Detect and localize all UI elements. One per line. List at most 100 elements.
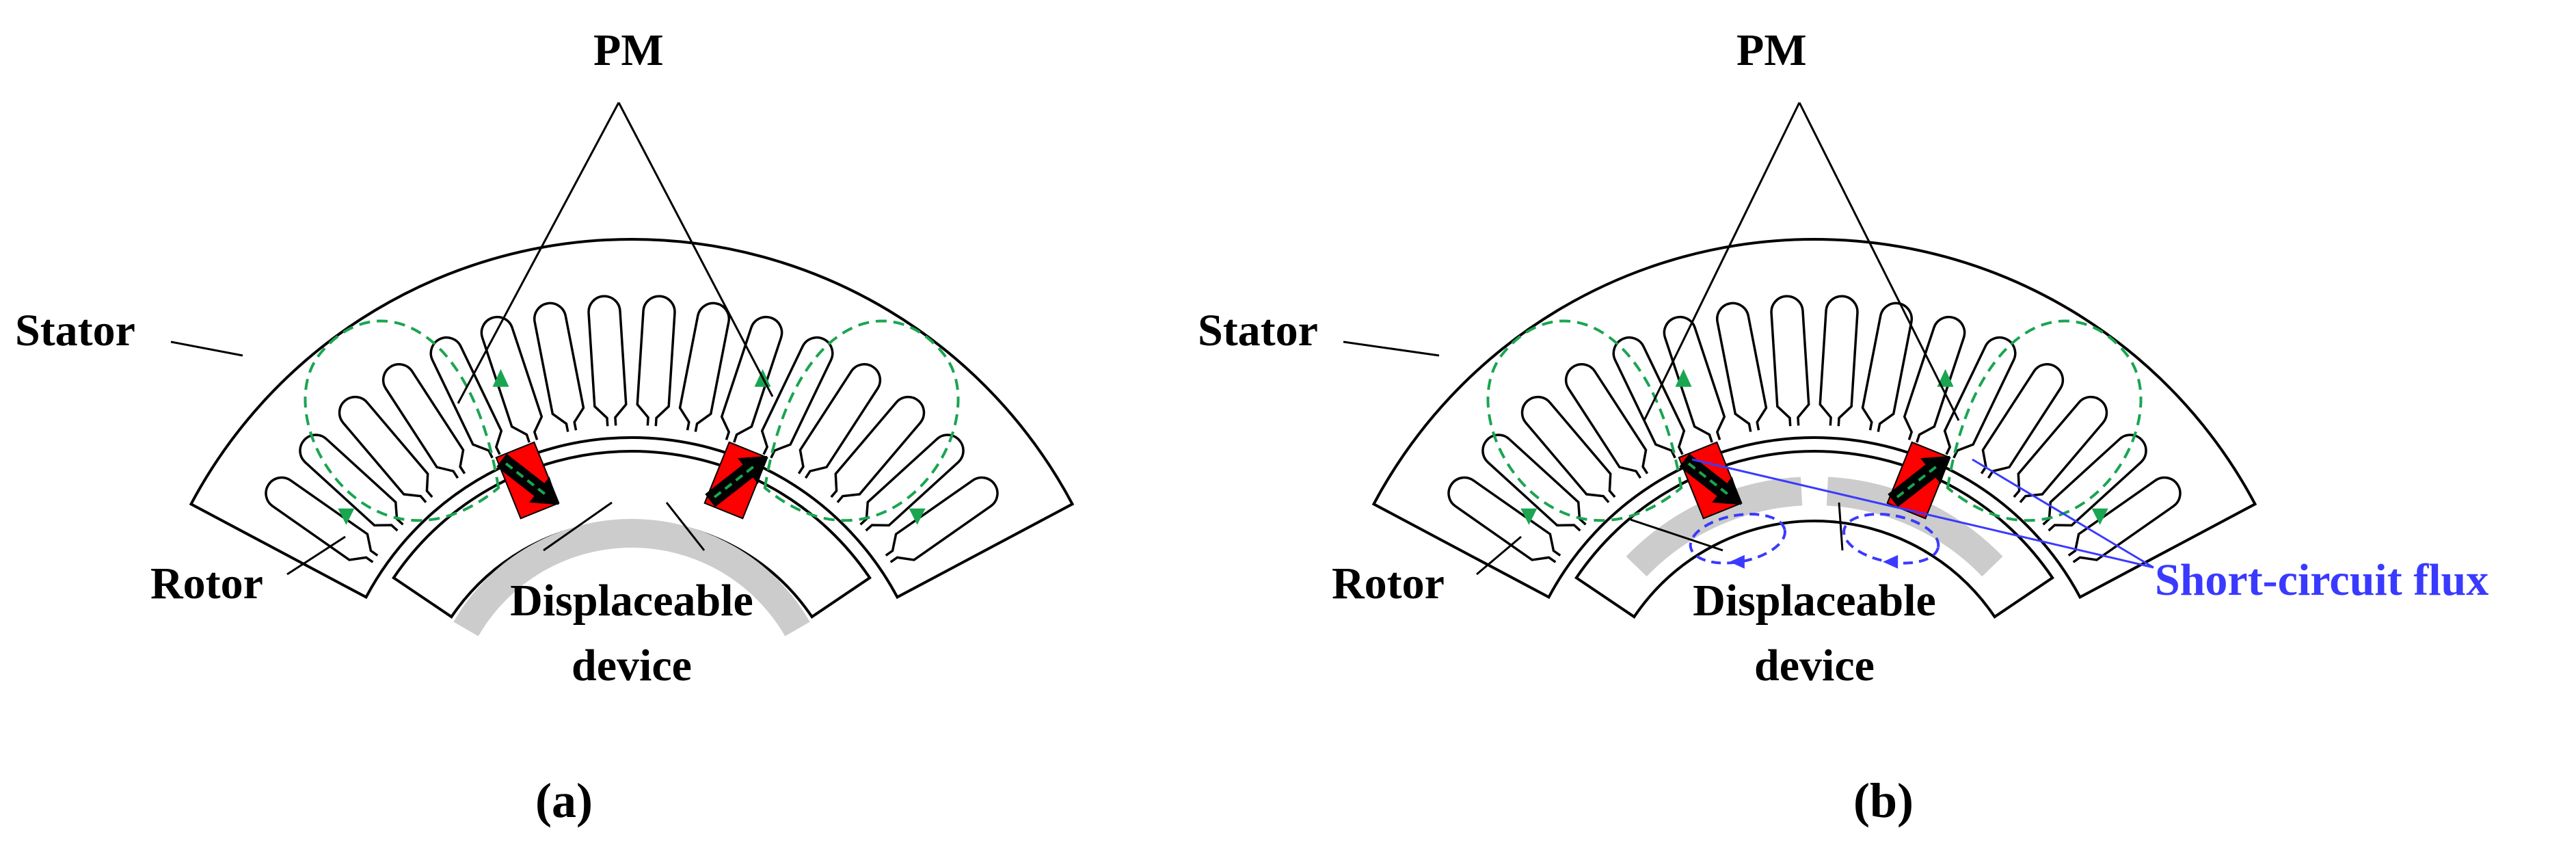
- machine-b: [1371, 238, 2257, 619]
- caption-b: (b): [1853, 773, 1914, 828]
- device-label-a-line2: device: [572, 641, 692, 691]
- arrow-head: [738, 455, 768, 484]
- slot-outline: [1770, 295, 1810, 427]
- stator-slot: [797, 363, 882, 479]
- short-circuit-flux-loop: [1842, 513, 1940, 565]
- rotor-label-a: Rotor: [150, 559, 263, 608]
- pm-label-a: PM: [593, 25, 664, 75]
- slot-outline: [636, 295, 676, 427]
- stator-slot: [1943, 336, 2017, 459]
- device-label-a-line1: Displaceable: [510, 576, 753, 626]
- stator-slot: [1663, 315, 1726, 443]
- pm-label-b: PM: [1736, 25, 1807, 75]
- slot-outline: [265, 476, 379, 563]
- flux-arrowhead-icon: [909, 508, 926, 525]
- slot-outline: [299, 433, 404, 532]
- flux-arrowhead-icon: [1937, 369, 1954, 387]
- stator-slot: [678, 302, 731, 432]
- permanent-magnet: [703, 441, 768, 520]
- slot-outline: [1715, 302, 1768, 432]
- panel-b: PM Stator Rotor Displaceable device Shor…: [1198, 25, 2488, 828]
- displaceable-device: [453, 519, 810, 637]
- flux-arrowhead-icon: [338, 508, 355, 525]
- magnetization-arrow-icon: [1679, 453, 1742, 505]
- flux-arrowhead-icon: [1520, 508, 1538, 525]
- stator-slot: [1980, 363, 2065, 479]
- flux-arrowhead-icon: [1675, 369, 1692, 387]
- magnetization-arrow-icon: [1888, 455, 1950, 507]
- flux-arrowhead-icon: [2091, 508, 2108, 525]
- panel-a: PM Stator Rotor Displaceable device (a): [15, 25, 1075, 828]
- stator-outline: [1371, 238, 2257, 600]
- permanent-magnet: [1886, 441, 1951, 520]
- flux-arrowhead-icon: [1729, 554, 1745, 569]
- stator-slot: [830, 395, 926, 503]
- stator-slot: [1447, 476, 1561, 563]
- short-circuit-label: Short-circuit flux: [2155, 555, 2488, 605]
- machine-a: [189, 238, 1075, 637]
- main-flux-loop: [1486, 319, 1683, 522]
- stator-slot: [1770, 295, 1810, 427]
- slot-outline: [2013, 395, 2108, 503]
- permanent-magnet: [495, 441, 560, 520]
- slot-outline: [1819, 295, 1859, 427]
- stator-slot: [1520, 395, 1616, 503]
- slot-outline: [859, 433, 965, 532]
- stator-slot: [885, 476, 999, 563]
- magnetization-arrow-icon: [705, 455, 768, 507]
- stator-slot: [636, 295, 676, 427]
- slot-outline: [2042, 433, 2147, 532]
- arrow-flux-dash: [1896, 462, 1942, 498]
- main-flux-loop: [1946, 319, 2143, 522]
- stator-slot: [381, 363, 466, 479]
- permanent-magnet: [1678, 441, 1743, 520]
- stator-slot: [429, 336, 503, 459]
- arrow-flux-dash: [505, 462, 550, 498]
- slot-outline: [760, 336, 834, 459]
- stator-slot: [2042, 433, 2147, 532]
- device-label-b-line1: Displaceable: [1693, 576, 1936, 626]
- caption-a: (a): [535, 773, 593, 828]
- stator-slot: [533, 302, 585, 432]
- stator-slot: [1903, 315, 1966, 443]
- device-label-b-line2: device: [1754, 641, 1875, 691]
- slot-outline: [1903, 315, 1966, 443]
- slot-outline: [1447, 476, 1561, 563]
- stator-slot: [1481, 433, 1587, 532]
- stator-slot: [760, 336, 834, 459]
- stator-slot: [1612, 336, 1686, 459]
- slot-outline: [797, 363, 882, 479]
- stator-slot: [299, 433, 404, 532]
- slot-outline: [338, 395, 433, 503]
- arrow-head: [1920, 455, 1950, 484]
- arrow-flux-dash: [713, 462, 759, 498]
- arrow-flux-dash: [1687, 462, 1733, 498]
- stator-slot: [265, 476, 379, 563]
- slot-outline: [678, 302, 731, 432]
- flux-arrowhead-icon: [492, 369, 509, 387]
- slot-outline: [1481, 433, 1587, 532]
- rotor-label-b: Rotor: [1332, 559, 1445, 608]
- slot-outline: [885, 476, 999, 563]
- slot-outline: [533, 302, 585, 432]
- slot-outline: [1612, 336, 1686, 459]
- magnetization-arrow-icon: [496, 453, 559, 505]
- leader-lines-a: [170, 102, 774, 576]
- slot-outline: [1520, 395, 1616, 503]
- stator-slot: [480, 315, 544, 443]
- stator-label-b: Stator: [1198, 306, 1318, 356]
- stator-slot: [859, 433, 965, 532]
- arrow-head: [529, 477, 559, 505]
- stator-slot: [587, 295, 628, 427]
- arrow-head: [1712, 477, 1742, 505]
- slot-outline: [830, 395, 926, 503]
- stator-slot: [1564, 363, 1649, 479]
- main-flux-loop: [763, 319, 960, 522]
- slot-outline: [381, 363, 466, 479]
- short-circuit-leaders: [1691, 458, 2154, 569]
- slot-outline: [1943, 336, 2017, 459]
- slot-outline: [587, 295, 628, 427]
- slot-outline: [1564, 363, 1649, 479]
- leader-lines-b: [1343, 102, 1960, 576]
